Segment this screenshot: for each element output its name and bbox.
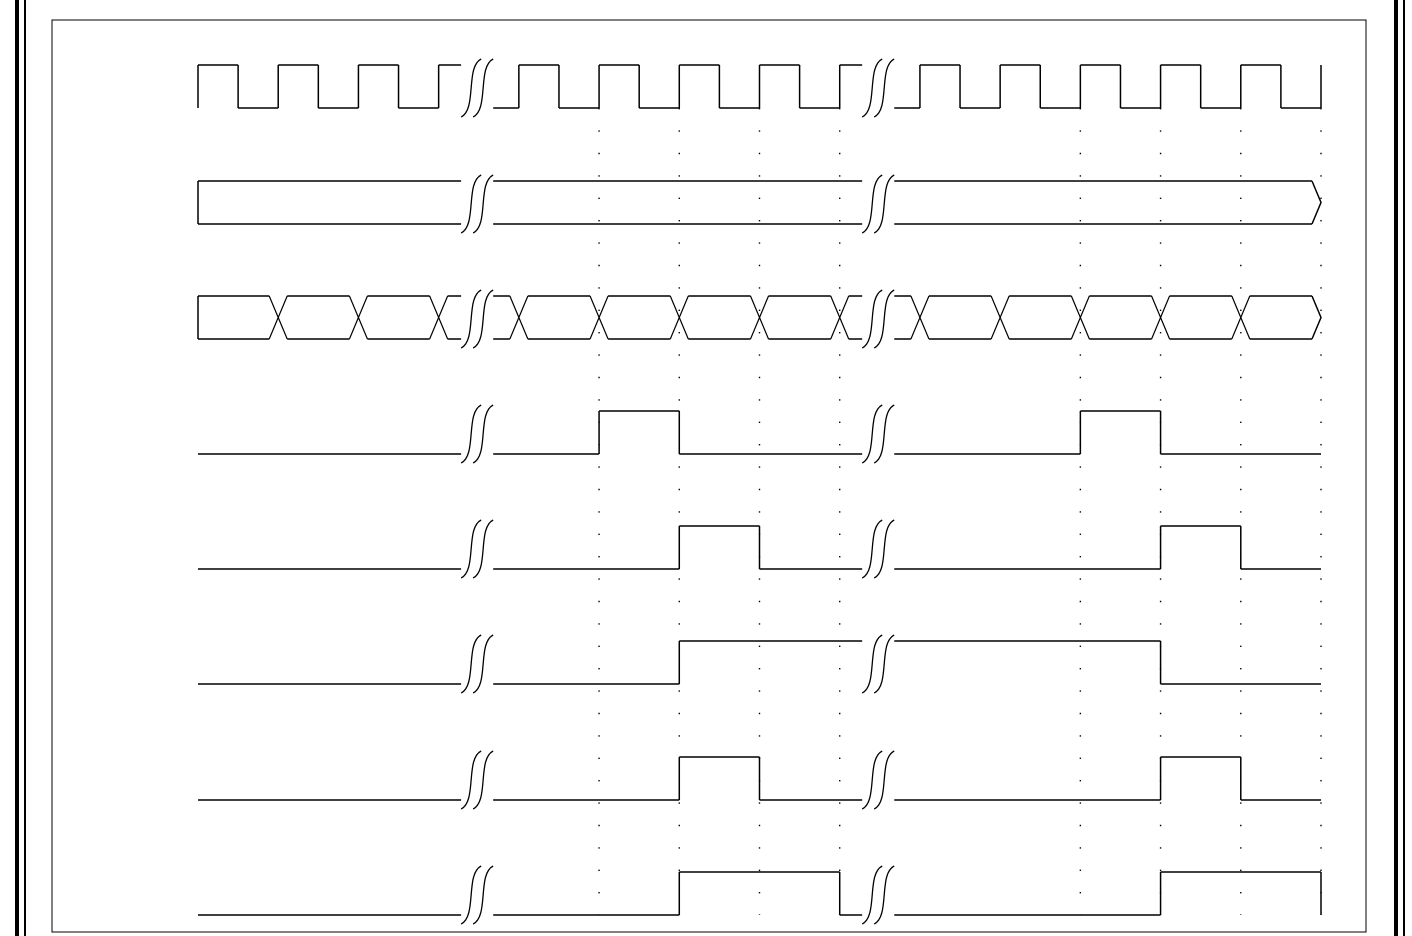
break-marker	[862, 866, 882, 924]
break-marker	[473, 290, 493, 348]
break-marker	[461, 520, 481, 578]
break-marker	[473, 866, 493, 924]
break-marker	[461, 635, 481, 693]
break-marker	[874, 520, 894, 578]
signal-6	[198, 641, 1321, 684]
break-marker	[473, 59, 493, 117]
break-marker	[473, 520, 493, 578]
signal-1	[198, 65, 1321, 108]
break-marker	[862, 59, 882, 117]
break-marker	[874, 635, 894, 693]
break-marker	[862, 175, 882, 233]
break-marker	[461, 175, 481, 233]
break-marker	[862, 290, 882, 348]
break-marker	[461, 59, 481, 117]
break-marker	[874, 175, 894, 233]
break-marker	[874, 59, 894, 117]
dotted-guide-lines	[599, 108, 1321, 915]
break-marker	[473, 405, 493, 463]
signal-7	[198, 757, 1321, 800]
break-marker	[473, 175, 493, 233]
break-marker	[874, 290, 894, 348]
break-marker	[874, 751, 894, 809]
break-marker	[473, 751, 493, 809]
break-marker	[461, 751, 481, 809]
break-marker	[461, 405, 481, 463]
break-marker	[862, 520, 882, 578]
break-marker	[874, 866, 894, 924]
break-markers	[461, 59, 894, 924]
break-marker	[862, 635, 882, 693]
break-marker	[473, 635, 493, 693]
outer-frame	[17, 0, 1404, 936]
break-marker	[874, 405, 894, 463]
break-marker	[862, 405, 882, 463]
signal-8	[198, 872, 1321, 915]
signal-5	[198, 526, 1321, 569]
signal-4	[198, 411, 1321, 454]
break-marker	[862, 751, 882, 809]
signal-2	[198, 181, 1321, 224]
break-marker	[461, 866, 481, 924]
break-marker	[461, 290, 481, 348]
